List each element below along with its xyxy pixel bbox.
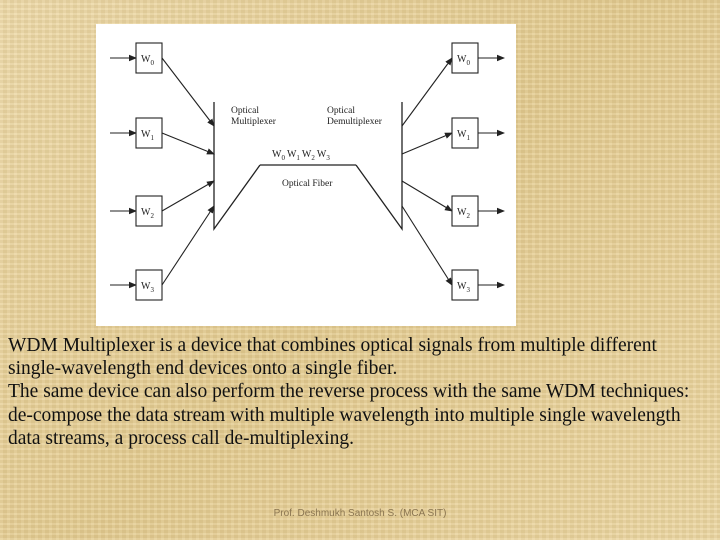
input-label-w0: W0 [141, 54, 154, 67]
multiplexer-shape [213, 102, 261, 232]
input-w3-group: W3 [110, 205, 215, 301]
output-w2-group: W2 [401, 180, 505, 227]
input-w0-group: W0 [110, 42, 215, 127]
input-w2-group: W2 [110, 180, 215, 227]
mux-label-line-1: Optical [231, 106, 259, 116]
output-box-w2 [451, 195, 479, 227]
input-label-w2: W2 [141, 207, 154, 220]
input-label-w3: W3 [141, 281, 154, 294]
body-paragraph-2: The same device can also perform the rev… [8, 381, 690, 449]
demux-label-line-1: Optical [327, 106, 355, 116]
input-w1-group: W1 [110, 117, 215, 155]
output-w0-group: W0 [401, 42, 505, 127]
output-label-w2: W2 [457, 207, 470, 220]
wdm-diagram: Optical Multiplexer Optical Demultiplexe… [96, 24, 516, 326]
output-w3-group: W3 [401, 205, 505, 301]
mux-label-line-2: Multiplexer [231, 117, 277, 127]
input-box-w2 [135, 195, 163, 227]
demultiplexer-shape [355, 102, 403, 232]
input-box-w3 [135, 269, 163, 301]
input-box-w0 [135, 42, 163, 74]
output-label-w3: W3 [457, 281, 470, 294]
output-label-w0: W0 [457, 54, 470, 67]
output-box-w0 [451, 42, 479, 74]
demux-label-line-2: Demultiplexer [327, 117, 383, 127]
footer-credit: Prof. Deshmukh Santosh S. (MCA SIT) [273, 508, 447, 519]
output-w1-group: W1 [401, 117, 505, 155]
input-label-w1: W1 [141, 129, 154, 142]
wdm-diagram-svg: Optical Multiplexer Optical Demultiplexe… [110, 42, 505, 301]
optical-fiber-label: Optical Fiber [282, 179, 333, 189]
body-text: WDM Multiplexer is a device that combine… [8, 334, 714, 450]
output-label-w1: W1 [457, 129, 470, 142]
body-paragraph-1: WDM Multiplexer is a device that combine… [8, 335, 657, 380]
output-box-w1 [451, 117, 479, 149]
